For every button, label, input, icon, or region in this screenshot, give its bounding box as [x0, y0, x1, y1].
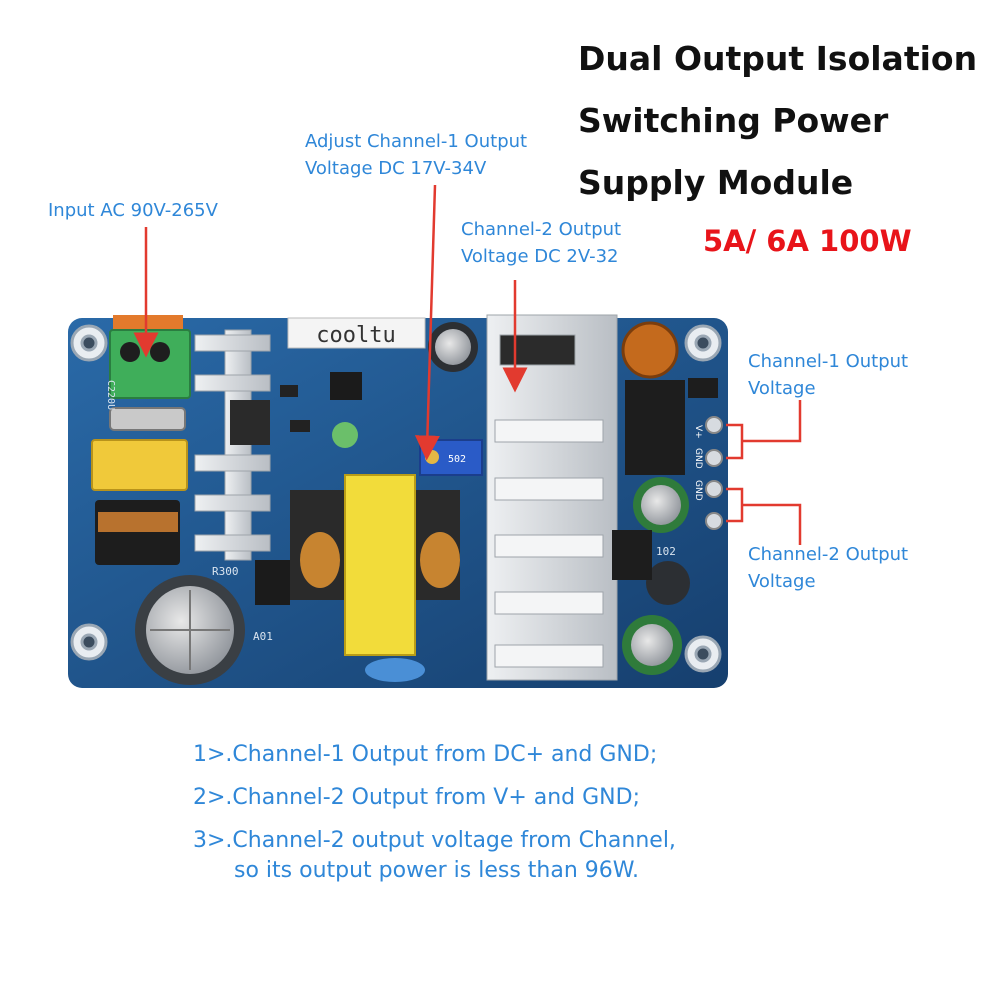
title-line-3: Supply Module	[578, 163, 854, 202]
x-capacitor	[91, 439, 188, 491]
callout-input: Input AC 90V-265V	[48, 200, 218, 221]
title-line-2: Switching Power	[578, 101, 889, 140]
notes-list: 1>.Channel-1 Output from DC+ and GND; 2>…	[193, 740, 676, 886]
svg-text:502: 502	[448, 454, 466, 465]
common-mode-choke	[95, 500, 180, 565]
main-heatsink	[486, 314, 618, 681]
callout-channel-1-output: Channel-1 Output Voltage	[748, 351, 909, 399]
silk-102: 102	[656, 545, 676, 558]
note-2: 2>.Channel-2 Output from V+ and GND;	[193, 785, 640, 810]
silk-c220: C220U	[105, 380, 116, 410]
note-3-continued: so its output power is less than 96W.	[234, 858, 639, 883]
callout-channel-2-output: Channel-2 Output Voltage	[748, 544, 909, 592]
pin-label-gnd-2: GND	[693, 480, 703, 501]
left-heatsink	[194, 329, 271, 561]
mounting-holes	[70, 324, 722, 673]
output-pins	[705, 416, 723, 530]
output-inductor	[621, 321, 679, 379]
pin-label-gnd-1: GND	[693, 448, 703, 469]
silk-r300: R300	[212, 565, 239, 578]
callout-adjust-channel-1: Adjust Channel-1 Output Voltage DC 17V-3…	[305, 131, 528, 179]
callout-channel-2-voltage: Channel-2 Output Voltage DC 2V-32	[461, 219, 622, 267]
transformer	[290, 474, 460, 682]
title-line-1: Dual Output Isolation	[578, 39, 978, 78]
pin-label-vplus: V+	[693, 425, 703, 439]
callout-arrows	[133, 184, 802, 545]
note-1: 1>.Channel-1 Output from DC+ and GND;	[193, 742, 658, 767]
note-3: 3>.Channel-2 output voltage from Channel…	[193, 828, 676, 853]
fuse	[109, 407, 186, 431]
input-terminal-block	[109, 315, 191, 399]
ic-chip	[330, 372, 362, 400]
brand-label: cooltu	[316, 323, 395, 348]
power-rating: 5A/ 6A 100W	[703, 224, 912, 258]
adjust-pot-channel-1: 502	[419, 439, 483, 476]
silk-a01: A01	[253, 630, 273, 643]
